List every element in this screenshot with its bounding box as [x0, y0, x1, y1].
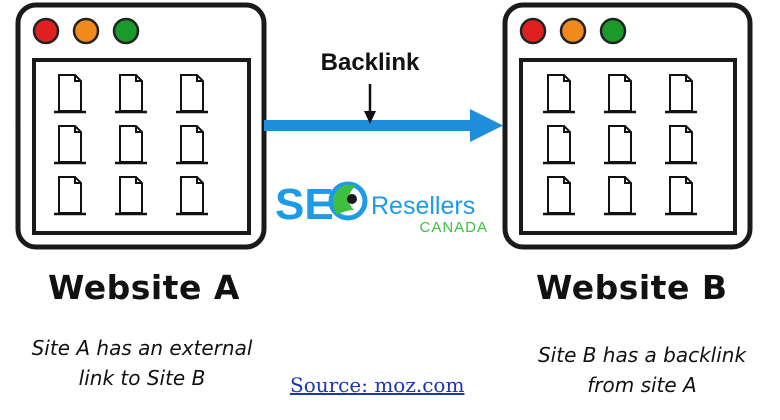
document-icon: [663, 124, 699, 165]
document-icon: [113, 175, 149, 216]
document-icon: [602, 175, 638, 216]
website-b-caption: Site B has a backlink from site A: [512, 340, 772, 400]
minimize-dot: [559, 17, 587, 45]
document-icon: [663, 175, 699, 216]
document-icon: [52, 175, 88, 216]
backlink-label: Backlink: [321, 49, 420, 76]
seo-resellers-logo: SE Resellers CANADA: [275, 180, 488, 236]
caption-line: Site A has an external: [31, 336, 253, 360]
caption-line: Site B has a backlink: [537, 343, 747, 367]
maximize-dot: [599, 17, 627, 45]
website-a-caption: Site A has an external link to Site B: [12, 333, 272, 393]
logo-seo-text: SE: [275, 180, 334, 229]
document-icon: [541, 124, 577, 165]
document-icon: [174, 175, 210, 216]
document-icon: [52, 124, 88, 165]
document-icon: [541, 73, 577, 114]
document-icon: [52, 73, 88, 114]
pointer-arrow-down: [364, 84, 376, 124]
close-dot: [519, 17, 547, 45]
caption-line: link to Site B: [78, 366, 206, 390]
document-icon: [602, 124, 638, 165]
document-icon: [174, 124, 210, 165]
document-icon: [541, 175, 577, 216]
logo-resellers-text: Resellers: [371, 192, 475, 220]
document-icon: [663, 73, 699, 114]
website-a-title: Website A: [48, 268, 240, 307]
file-grid: [52, 73, 210, 216]
website-b-window: [502, 2, 753, 250]
file-grid: [541, 73, 699, 216]
caption-line: from site A: [587, 373, 697, 397]
close-dot: [32, 17, 60, 45]
website-a-window: [15, 2, 267, 250]
document-icon: [602, 73, 638, 114]
maximize-dot: [112, 17, 140, 45]
document-icon: [113, 124, 149, 165]
backlink-arrow: [264, 109, 503, 142]
logo-canada-text: CANADA: [419, 219, 488, 236]
document-icon: [174, 73, 210, 114]
source-link[interactable]: Source: moz.com: [290, 373, 465, 397]
logo-swirl-icon: [328, 181, 368, 221]
website-b-title: Website B: [536, 268, 728, 307]
document-icon: [113, 73, 149, 114]
minimize-dot: [72, 17, 100, 45]
